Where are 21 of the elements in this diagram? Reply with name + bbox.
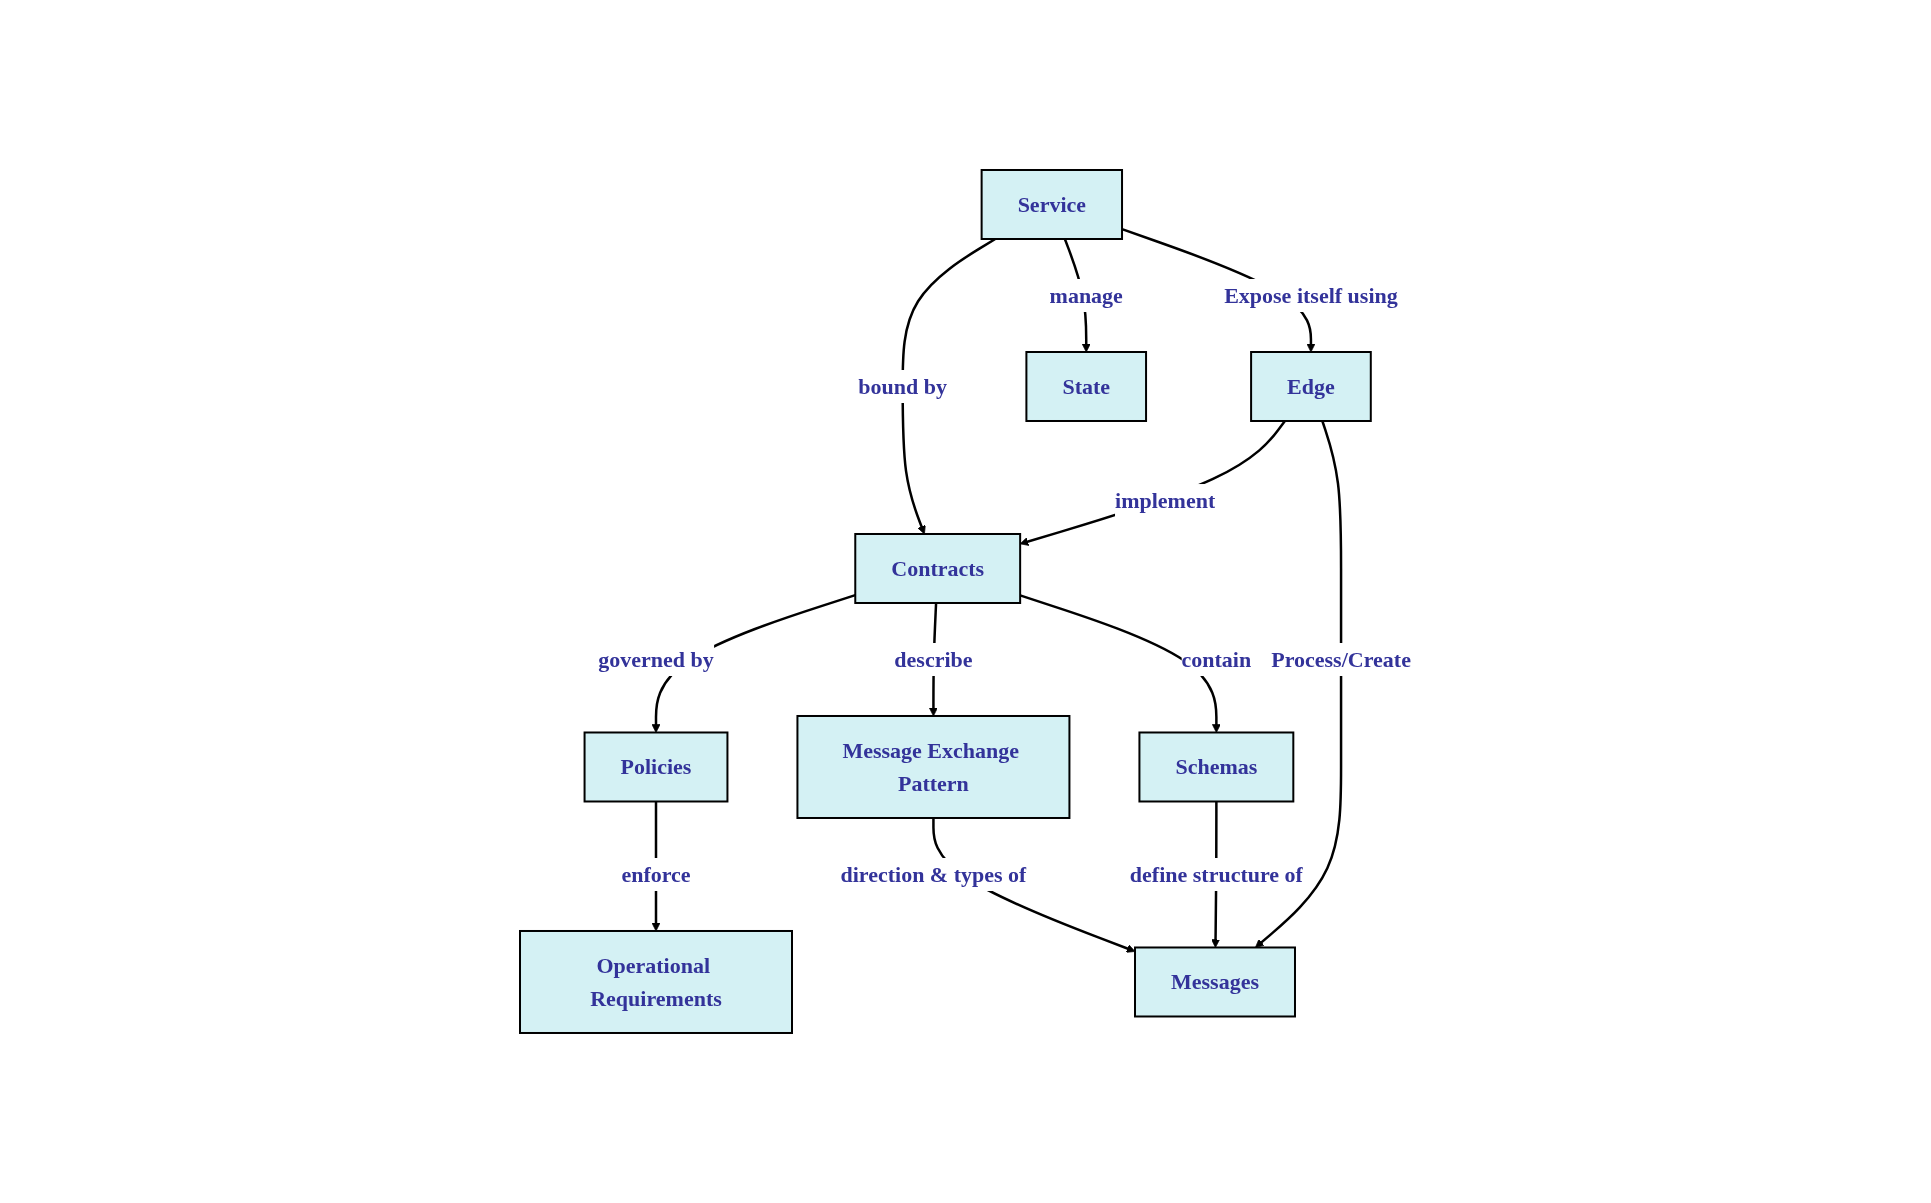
node-box: Message Exchange Pattern [796,715,1071,819]
edge-label: contain [1181,646,1252,672]
node-box: State [1025,351,1148,422]
edge-label: direction & types of [840,861,1027,887]
node-box: Operational Requirements [519,930,794,1034]
edge-label: define structure of [1129,861,1303,887]
edge-label: governed by [598,646,714,672]
node-box: Policies [583,731,729,803]
edge-label: Expose itself using [1224,283,1398,308]
edge-label: implement [1115,488,1216,514]
node-box: Contracts [854,533,1022,604]
edge-label: bound by [858,374,948,399]
edge-label: describe [894,646,973,672]
node-box: Schemas [1138,731,1295,803]
node-box: Messages [1134,946,1297,1018]
edge-label: enforce [621,861,691,887]
arrow [1255,420,1343,948]
node-box: Edge [1250,351,1372,422]
edge-label: manage [1049,283,1123,308]
edge-label: Process/Create [1271,646,1411,672]
node-box: Service [980,169,1124,240]
